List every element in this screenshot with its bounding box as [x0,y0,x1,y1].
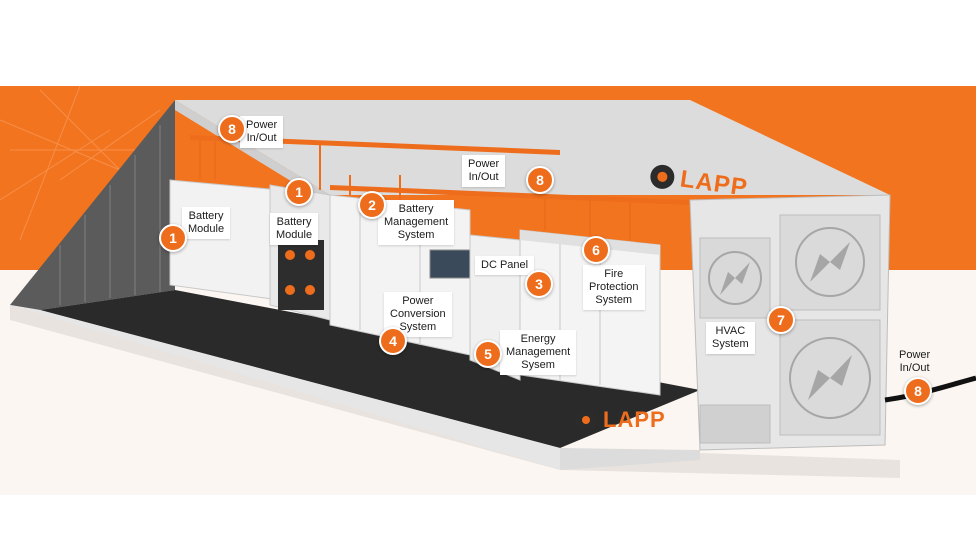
label-battery-management-system: Battery Management System [378,200,455,245]
label-text: Fire Protection System [589,268,639,306]
badge-8-power-in-out-right: 8 [904,377,932,405]
label-dc-panel: DC Panel [475,256,535,275]
badge-5-energy-management-system: 5 [474,340,502,368]
badge-2-battery-management-system: 2 [358,191,386,219]
lapp-logo-side: LAPP [575,407,666,433]
badge-3-dc-panel: 3 [525,270,553,298]
label-battery-module-left: Battery Module [182,207,231,239]
label-text: Power In/Out [468,158,500,183]
label-text: Battery Module [188,210,225,235]
badge-4-power-conversion-system: 4 [379,327,407,355]
drop-cables [199,140,631,240]
badge-8-power-in-out-left: 8 [218,115,246,143]
label-fire-protection-system: Fire Protection System [583,265,645,310]
label-battery-module-center: Battery Module [270,213,319,245]
badge-6-fire-protection-system: 6 [582,236,610,264]
label-text: Power In/Out [899,349,931,374]
label-text: HVAC System [712,325,749,350]
container-end-wall [10,100,175,310]
label-hvac-system: HVAC System [706,322,755,354]
floor-shadow [10,305,900,478]
label-text: Power Conversion System [390,295,446,333]
container-floor [40,290,700,448]
power-cable [884,375,976,403]
end-wall-ribs [59,125,161,305]
battery-cabinets [169,179,471,356]
label-text: Battery Management System [384,203,449,241]
label-power-in-out-center: Power In/Out [462,155,506,187]
label-power-in-out-left: Power In/Out [240,116,284,148]
label-text: DC Panel [481,259,529,271]
hvac-fans [708,227,871,419]
badge-1-battery-module-center: 1 [285,178,313,206]
label-power-conversion-system: Power Conversion System [384,292,452,337]
badge-8-power-in-out-center: 8 [526,166,554,194]
label-text: Battery Module [276,216,313,241]
bottom-white-band [0,495,976,549]
top-white-band [0,0,976,86]
label-power-in-out-right: Power In/Out [893,346,936,378]
badge-7-hvac-system: 7 [767,306,795,334]
label-text: Energy Management Sysem [506,333,571,371]
label-energy-management-system: Energy Management Sysem [500,330,577,375]
badge-1-battery-module-left: 1 [159,224,187,252]
label-text: Power In/Out [246,119,278,144]
container-roof [175,100,890,195]
